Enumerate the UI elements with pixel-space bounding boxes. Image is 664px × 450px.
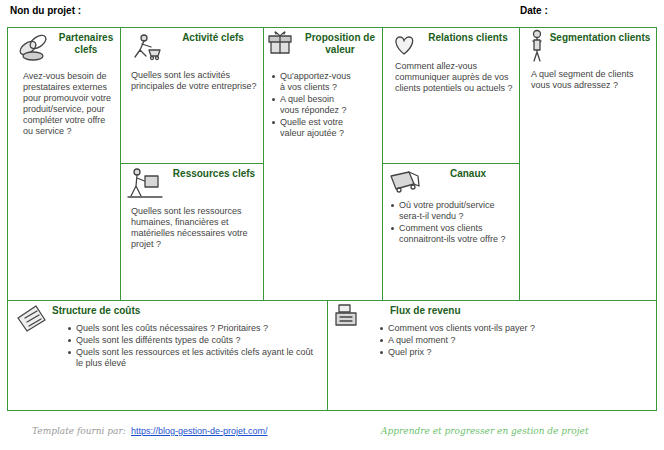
canvas-block: Ressources clefsQuelles sont les ressour…	[120, 163, 264, 301]
chain-icon	[18, 33, 48, 60]
footer-note: Template fourni par:	[32, 426, 126, 436]
resources-icon	[128, 169, 162, 197]
truck-icon	[391, 172, 419, 192]
heart-icon	[396, 37, 413, 54]
block-question: A quel segment de clients vous vous adre…	[531, 69, 651, 91]
block-question: Quels sont les coûts nécessaires ? Prior…	[66, 323, 321, 334]
canvas-block: Flux de revenuComment vos clients vont-i…	[327, 300, 657, 411]
block-question: Comment vos clients vont-ils payer ?	[378, 323, 648, 334]
block-question: Quels sont les ressources et les activit…	[66, 347, 321, 369]
block-heading: Segmentation clients	[546, 32, 654, 44]
footer-slogan: Apprendre et progresser en gestion de pr…	[381, 426, 589, 436]
footer-link: https://blog-gestion-de-projet.com/	[131, 426, 268, 436]
block-question: Quelle est votre valeur ajoutée ?	[270, 117, 352, 139]
canvas-block: Structure de coûtsQuels sont les coûts n…	[7, 300, 328, 411]
canvas-block: Partenaires clefsAvez-vous besoin de pre…	[7, 27, 121, 301]
block-question: Quel prix ?	[378, 347, 648, 358]
date-field: Date :	[520, 5, 548, 16]
gift-icon	[269, 32, 291, 53]
block-question: Comment vos clients connaitront-ils votr…	[389, 223, 515, 245]
worker-icon	[135, 35, 160, 60]
project-name-field: Non du projet :	[10, 5, 81, 16]
canvas-block: Canaux Où votre produit/service sera-t-il…	[382, 163, 520, 301]
canvas-block: Proposition de valeurQu'apportez-vous à …	[263, 27, 383, 301]
block-heading: Activité clefs	[167, 32, 259, 44]
register-icon	[336, 305, 356, 325]
block-question: Quelles sont les ressources humaines, fi…	[131, 206, 259, 250]
block-question: A quel moment ?	[378, 335, 648, 346]
block-question: Où votre produit/service sera-t-il vendu…	[389, 200, 515, 222]
block-heading: Canaux	[419, 168, 517, 180]
canvas-block: Relations clientsComment allez-vous comm…	[382, 27, 520, 164]
block-question: Qu'apportez-vous à vos clients ?	[270, 71, 352, 93]
block-heading: Relations clients	[419, 32, 517, 44]
block-heading: Partenaires clefs	[54, 32, 118, 56]
block-heading: Ressources clefs	[167, 168, 261, 180]
block-question: Avez-vous besoin de prestataires externe…	[23, 71, 117, 137]
block-heading: Flux de revenu	[390, 305, 610, 317]
canvas-block: Segmentation clients A quel segment de cl…	[519, 27, 657, 301]
block-heading: Proposition de valeur	[300, 32, 380, 56]
block-question: Quelles sont les activités principales d…	[131, 70, 257, 92]
person-icon	[533, 31, 541, 62]
block-question: Quels sont les différents types de coûts…	[66, 335, 321, 346]
receipt-icon	[18, 306, 45, 331]
canvas-block: Activité clefsQuelles sont les activités…	[120, 27, 264, 164]
block-question: A quel besoin vous répondez ?	[270, 94, 352, 116]
block-heading: Structure de coûts	[52, 305, 272, 317]
block-question: Comment allez-vous communiquer auprès de…	[395, 61, 515, 94]
